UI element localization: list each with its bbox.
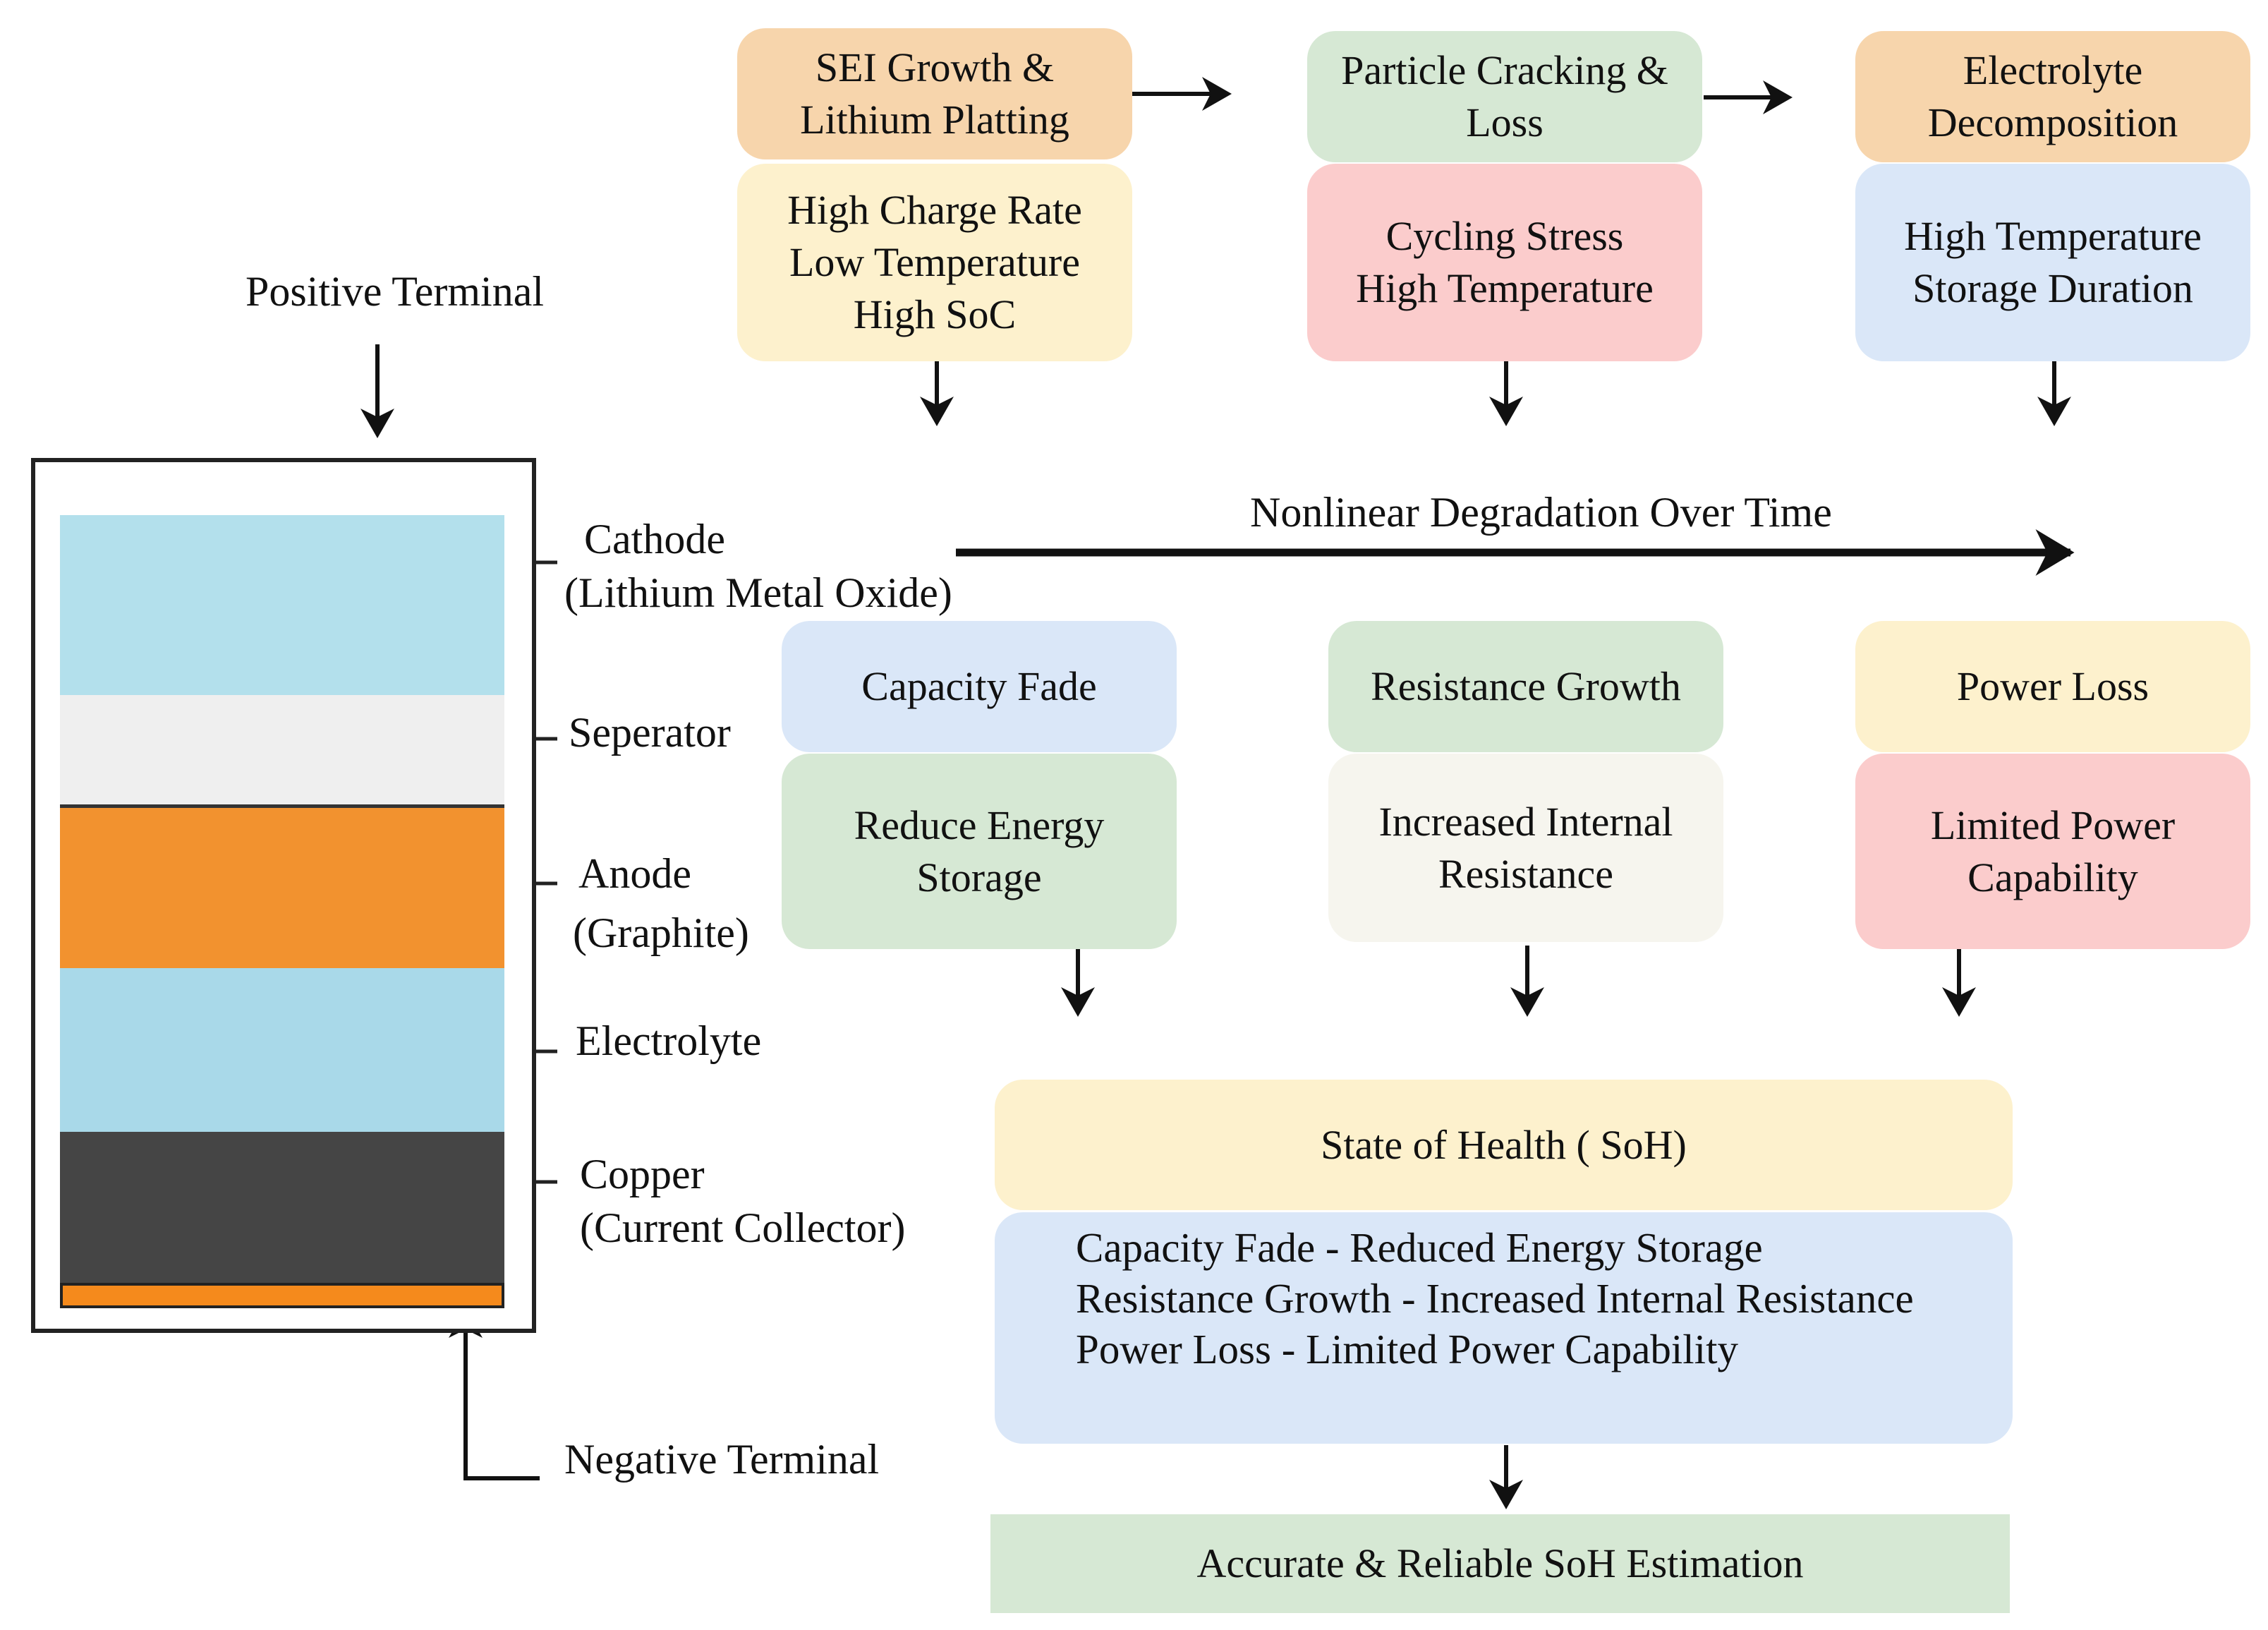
timeline-label: Nonlinear Degradation Over Time (1250, 489, 1832, 536)
effect-title-capacity: Capacity Fade (782, 621, 1177, 752)
copper-layer (60, 1132, 504, 1283)
current-foil-layer (60, 1283, 504, 1308)
negative-terminal-arrow (449, 1308, 540, 1480)
separator-label: Seperator (569, 709, 731, 756)
electrolyte-label: Electrolyte (576, 1018, 762, 1064)
copper-label: Copper (Current Collector) (580, 1151, 906, 1251)
soh-item: Resistance Growth - Increased Internal R… (1076, 1275, 1914, 1322)
soh-title: State of Health ( SoH) (995, 1080, 2013, 1210)
mechanism-title-cracking: Particle Cracking &Loss (1307, 31, 1702, 162)
effect-title-resistance: Resistance Growth (1328, 621, 1723, 752)
electrolyte-layer (60, 968, 504, 1132)
soh-summary: Capacity Fade - Reduced Energy Storage R… (995, 1212, 2013, 1444)
positive-terminal-label: Positive Terminal (245, 268, 544, 315)
anode-layer (60, 804, 504, 968)
result-box: Accurate & Reliable SoH Estimation (990, 1514, 2010, 1613)
cathode-layer (60, 515, 504, 695)
cathode-label: Cathode (Lithium Metal Oxide) (564, 516, 952, 616)
negative-terminal-label: Negative Terminal (564, 1436, 880, 1483)
separator-layer (60, 695, 504, 807)
mechanism-title-sei: SEI Growth &Lithium Platting (737, 28, 1132, 159)
effect-title-power: Power Loss (1855, 621, 2250, 752)
soh-item: Capacity Fade - Reduced Energy Storage (1076, 1224, 1763, 1271)
soh-item: Power Loss - Limited Power Capability (1076, 1326, 1738, 1372)
anode-label: Anode (Graphite) (573, 850, 749, 956)
